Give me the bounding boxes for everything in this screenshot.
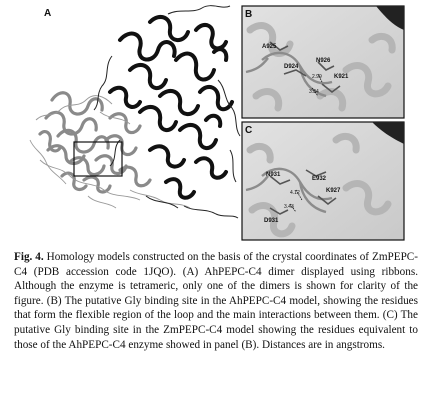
panel-b-residue-sticks xyxy=(269,41,341,94)
panel-b-residue-label: D924 xyxy=(284,64,299,70)
figure-label: Fig. 4. xyxy=(14,251,44,263)
panel-c-frame xyxy=(241,121,405,241)
panel-c-background-ribbons xyxy=(246,132,392,238)
panel-a: A xyxy=(29,5,241,219)
panel-b: B A925 D924 N926 K921 2.99 3.34 xyxy=(241,5,405,119)
figure: A xyxy=(29,5,405,241)
figure-svg: A xyxy=(29,5,405,241)
panel-c-dark-corner xyxy=(372,122,404,144)
panel-b-hbond-2 xyxy=(311,87,319,97)
black-subunit-ribbons xyxy=(108,14,234,200)
binding-site-box xyxy=(73,141,123,177)
panel-c-hbond-1 xyxy=(295,189,303,201)
panel-b-distance-label: 3.34 xyxy=(309,89,319,95)
caption-text: Homology models constructed on the basis… xyxy=(14,251,418,351)
black-subunit-coils xyxy=(93,5,241,219)
panel-b-residue-label: K921 xyxy=(334,74,349,80)
panel-b-residue-label: A925 xyxy=(262,44,277,50)
panel-b-loop xyxy=(245,51,333,98)
panel-b-letter: B xyxy=(245,9,252,20)
panel-c-letter: C xyxy=(245,125,252,136)
grey-subunit-ribbons xyxy=(38,91,152,194)
panel-c-residue-sticks xyxy=(269,169,337,215)
panel-c-hbond-2 xyxy=(289,203,297,213)
panel-c-distance-label: 4.12 xyxy=(290,190,300,196)
figure-caption: Fig. 4. Homology models constructed on t… xyxy=(14,250,418,352)
panel-b-residue-label: N926 xyxy=(316,58,331,64)
panel-c-residue-label: D931 xyxy=(264,218,279,224)
panel-c-distance-label: 3.43 xyxy=(284,204,294,210)
panel-a-letter: A xyxy=(44,8,51,19)
grey-subunit-coils xyxy=(29,95,191,209)
panel-c-residue-label: K927 xyxy=(326,188,341,194)
panel-c: C N931 E932 K927 D931 4.12 3.43 xyxy=(241,121,405,241)
panel-b-dark-corner xyxy=(376,6,404,30)
panel-c-residue-label: N931 xyxy=(266,172,281,178)
panel-c-residue-label: E932 xyxy=(312,176,327,182)
panel-b-hbond-1 xyxy=(317,73,323,83)
panel-b-distance-label: 2.99 xyxy=(312,74,322,80)
